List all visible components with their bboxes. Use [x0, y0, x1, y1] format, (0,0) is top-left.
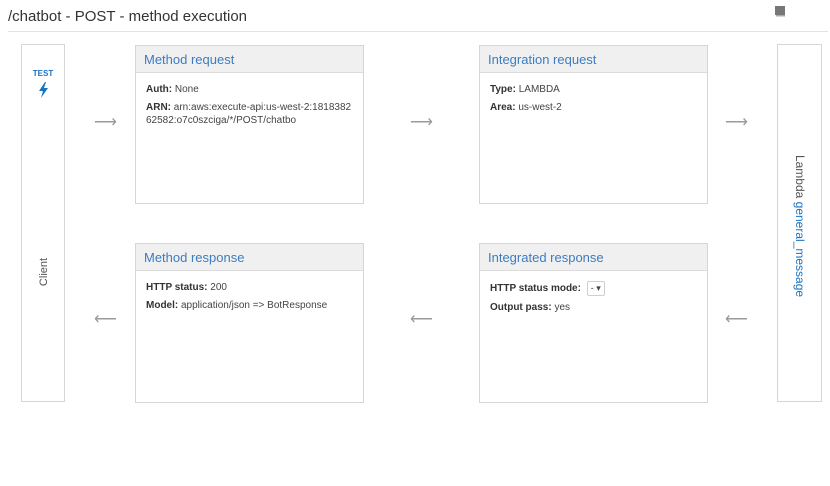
arn-key: ARN: [146, 102, 171, 113]
model-row: Model: application/json => BotResponse [146, 299, 353, 312]
http-status-row: HTTP status: 200 [146, 281, 353, 294]
type-value: LAMBDA [518, 84, 560, 95]
arrow-right-icon: ⟶ [410, 114, 433, 131]
caret-down-icon: ▾ [596, 283, 601, 293]
auth-row: Auth: None [146, 83, 353, 96]
lightning-bolt-icon[interactable] [37, 82, 50, 98]
auth-value: None [174, 84, 199, 95]
model-key: Model: [146, 300, 179, 311]
integrated-response-title[interactable]: Integrated response [480, 244, 707, 271]
output-pass-key: Output pass: [490, 302, 552, 313]
status-mode-key: HTTP status mode: [490, 283, 581, 295]
status-mode-row: HTTP status mode: - ▾ [490, 281, 697, 296]
http-status-value: 200 [210, 282, 227, 293]
integrated-response-box: Integrated response HTTP status mode: - … [479, 243, 708, 403]
client-panel: TEST Client [21, 44, 65, 402]
output-pass-row: Output pass: yes [490, 301, 697, 314]
integration-request-title[interactable]: Integration request [480, 46, 707, 73]
lambda-prefix: Lambda [793, 154, 807, 199]
arrow-right-icon: ⟶ [725, 114, 748, 131]
area-key: Area: [490, 102, 516, 113]
arn-row: ARN: arn:aws:execute-api:us-west-2:18183… [146, 101, 353, 127]
status-mode-value: - [590, 283, 594, 293]
method-response-box: Method response HTTP status: 200 Model: … [135, 243, 364, 403]
integration-request-box: Integration request Type: LAMBDA Area: u… [479, 45, 708, 204]
output-pass-value: yes [554, 302, 571, 313]
status-mode-select[interactable]: - ▾ [586, 281, 605, 296]
type-row: Type: LAMBDA [490, 83, 697, 96]
test-link[interactable]: TEST [32, 69, 54, 78]
model-value: application/json => BotResponse [181, 300, 328, 311]
method-response-title[interactable]: Method response [136, 244, 363, 271]
http-status-key: HTTP status: [146, 282, 208, 293]
client-label: Client [38, 257, 50, 287]
area-row: Area: us-west-2 [490, 101, 697, 114]
method-request-title[interactable]: Method request [136, 46, 363, 73]
lambda-panel: Lambda general_message [777, 44, 822, 402]
lambda-function-link[interactable]: general_message [793, 201, 807, 298]
page-title: /chatbot - POST - method execution [8, 8, 248, 25]
arn-value: arn:aws:execute-api:us-west-2:1818382625… [146, 102, 352, 126]
auth-key: Auth: [146, 84, 173, 95]
area-value: us-west-2 [518, 102, 562, 113]
lambda-label: Lambda general_message [793, 155, 807, 297]
title-divider [8, 31, 828, 32]
type-key: Type: [490, 84, 516, 95]
arrow-right-icon: ⟶ [94, 114, 117, 131]
arrow-left-icon: ⟵ [410, 311, 433, 328]
arrow-left-icon: ⟵ [725, 311, 748, 328]
method-request-box: Method request Auth: None ARN: arn:aws:e… [135, 45, 364, 204]
book-icon[interactable] [773, 4, 787, 18]
arrow-left-icon: ⟵ [94, 311, 117, 328]
